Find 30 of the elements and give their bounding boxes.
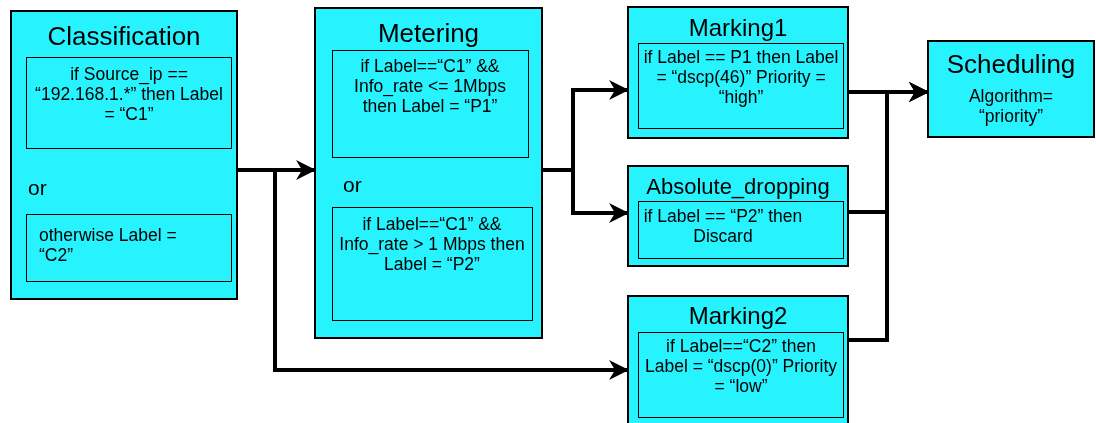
rule-text: if Label == “P2” then Discard xyxy=(643,206,803,247)
box-title: Marking2 xyxy=(687,302,789,330)
rule-text: if Label == P1 then Label = “dscp(46)” Priority = “high” xyxy=(643,47,839,108)
process-box xyxy=(627,6,849,139)
box-title: Absolute_dropping xyxy=(645,174,831,200)
arrow xyxy=(543,168,629,223)
process-box xyxy=(627,165,849,267)
condition-box xyxy=(26,57,232,149)
condition-box xyxy=(638,201,844,259)
condition-box xyxy=(332,50,529,158)
rule-text: if Label==“C2” then Label = “dscp(0)” Priority = “low” xyxy=(643,336,839,397)
process-box xyxy=(627,295,849,423)
box-title: Scheduling xyxy=(945,50,1077,80)
box-title: Classification xyxy=(46,22,202,52)
rule-text: if Source_ip == “192.168.1.*” then Label = “C1” xyxy=(34,64,224,125)
or-text: or xyxy=(343,173,363,198)
process-box xyxy=(927,40,1095,138)
process-box xyxy=(314,7,543,339)
box-title: Metering xyxy=(376,19,481,49)
or-text: or xyxy=(28,176,48,201)
rule-text: Algorithm= “priority” xyxy=(967,86,1055,127)
rule-text: if Label==“C1” && Info_rate <= 1Mbps then Label = “P1” xyxy=(353,56,507,117)
box-title: Marking1 xyxy=(687,14,789,42)
rule-text: otherwise Label = “C2” xyxy=(39,225,178,266)
condition-box xyxy=(332,207,533,321)
process-box xyxy=(10,10,238,300)
condition-box xyxy=(638,332,844,418)
condition-box xyxy=(26,214,232,282)
condition-box xyxy=(638,43,844,129)
rule-text: if Label==“C1” && Info_rate > 1 Mbps then Label = “P2” xyxy=(338,214,526,275)
